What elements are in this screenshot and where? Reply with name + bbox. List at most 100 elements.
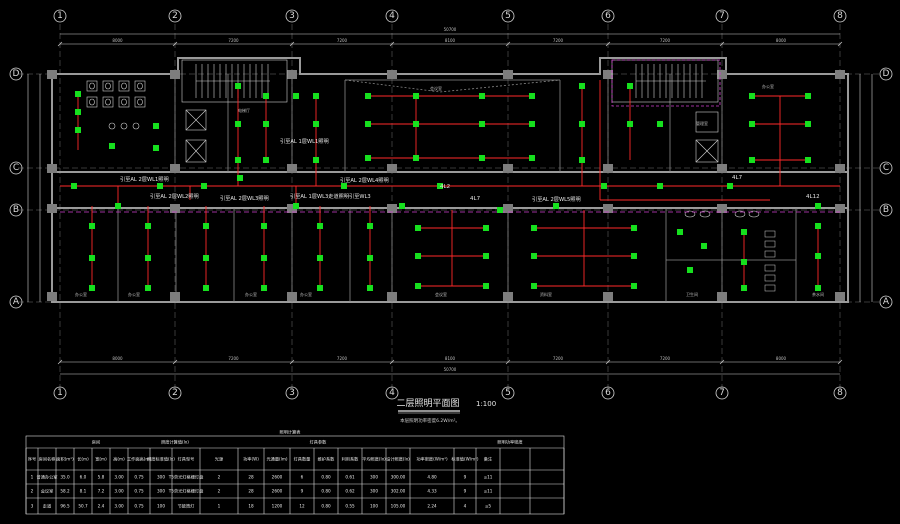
light-fixture xyxy=(749,157,755,163)
schedule-header: 平均照度(lx) xyxy=(362,456,386,463)
schedule-cell: T5荧光灯格栅灯盘 xyxy=(168,488,204,495)
light-fixture xyxy=(115,203,121,209)
column xyxy=(503,204,513,213)
light-fixture xyxy=(701,243,707,249)
light-fixture xyxy=(579,121,585,127)
circuit-annotations: 引至AL 1层WL1照明 引至AL 2层WL1照明 引至AL 2层WL2照明 引… xyxy=(120,137,820,203)
light-fixture xyxy=(203,285,209,291)
light-fixture xyxy=(317,223,323,229)
light-fixture xyxy=(235,121,241,127)
light-fixture xyxy=(153,145,159,151)
column xyxy=(170,164,180,173)
dimension-text: 7200 xyxy=(553,38,564,43)
light-fixture xyxy=(413,155,419,161)
column xyxy=(47,292,57,301)
schedule-cell: 100 xyxy=(370,504,378,509)
circuit-label: 引至AL 2层WL4照明 xyxy=(340,176,389,184)
grid-bubble-label: 8 xyxy=(837,11,843,21)
schedule-header: 高(m) xyxy=(113,456,125,463)
grid-bubble-label: 5 xyxy=(505,11,511,21)
light-fixture xyxy=(145,285,151,291)
light-fixture xyxy=(313,93,319,99)
light-fixture xyxy=(413,121,419,127)
schedule-cell: 4 xyxy=(464,504,467,509)
grid-bubble-label: A xyxy=(883,297,890,307)
schedule-header: 灯具数量 xyxy=(294,456,311,463)
column xyxy=(603,70,613,79)
column xyxy=(47,70,57,79)
column xyxy=(47,164,57,173)
schedule-cell: 35.0 xyxy=(60,475,70,480)
grid-bubble: 5 xyxy=(501,9,515,23)
schedule-cell: ≤11 xyxy=(484,489,493,494)
room-label: 卫生间 xyxy=(686,291,698,297)
schedule-cell: 0.75 xyxy=(134,504,144,509)
schedule-header: 功率密度(W/m²) xyxy=(416,456,448,463)
room-label: 办公室 xyxy=(762,83,774,89)
light-fixture xyxy=(415,283,421,289)
schedule-cell: 9 xyxy=(464,475,467,480)
schedule-header: 功率(W) xyxy=(243,456,259,463)
schedule-cell: ≤5 xyxy=(485,504,492,509)
light-fixture xyxy=(293,203,299,209)
schedule-cell: 96.5 xyxy=(60,504,70,509)
schedule-cell: 3.00 xyxy=(114,489,124,494)
light-fixture xyxy=(677,229,683,235)
column xyxy=(387,292,397,301)
light-fixture xyxy=(367,223,373,229)
schedule-header: 序号 xyxy=(28,456,36,463)
grid-bubble: D xyxy=(9,67,23,81)
drawing-note: 本层照明功率密度6.2W/m²。 xyxy=(400,417,460,424)
schedule-cell: 9 xyxy=(301,489,304,494)
grid-bubble: C xyxy=(9,161,23,175)
light-fixture xyxy=(631,283,637,289)
grid-bubble-label: 7 xyxy=(719,11,725,21)
dimension-text: 8100 xyxy=(445,38,456,43)
light-fixture xyxy=(261,285,267,291)
light-fixture xyxy=(483,225,489,231)
dimension-text: 8000 xyxy=(776,356,787,361)
column xyxy=(835,70,845,79)
left-dimension-chain xyxy=(27,74,41,302)
schedule-cell: T5荧光灯格栅灯盘 xyxy=(168,474,204,481)
grid-bubble: D xyxy=(879,67,893,81)
light-fixture xyxy=(75,127,81,133)
schedule-header: 维护系数 xyxy=(318,456,336,463)
schedule-header: 长(m) xyxy=(77,456,89,463)
room-label: 会议室 xyxy=(430,85,442,91)
light-fixture xyxy=(261,223,267,229)
schedule-cell: 300 xyxy=(370,489,378,494)
schedule-cell: 节能筒灯 xyxy=(178,503,196,510)
grid-bubble: 3 xyxy=(285,9,299,23)
schedule-header: 标准值(W/m²) xyxy=(451,456,479,463)
schedule-cell: 普通办公室 xyxy=(37,474,58,481)
circuit-label: 4L12 xyxy=(806,194,820,200)
grid-bubble: 4 xyxy=(385,9,399,23)
schedule-cell: 105.00 xyxy=(391,504,406,509)
grid-bubble-label: 7 xyxy=(719,388,725,398)
grid-bubble-label: 1 xyxy=(57,388,63,398)
light-fixture xyxy=(805,121,811,127)
light-fixture xyxy=(235,157,241,163)
grid-bubble: 6 xyxy=(601,9,615,23)
schedule-group-header: 灯具参数 xyxy=(310,439,328,446)
dimension-text: 7200 xyxy=(660,356,671,361)
grid-bubble: 4 xyxy=(385,386,399,400)
schedule-cell: 0.80 xyxy=(321,489,331,494)
light-fixture xyxy=(293,93,299,99)
schedule-cell: 0.55 xyxy=(345,504,355,509)
schedule-cell: 1200 xyxy=(272,504,283,509)
light-fixture xyxy=(815,285,821,291)
light-fixture xyxy=(815,253,821,259)
light-fixture xyxy=(631,253,637,259)
schedule-cell: 7.2 xyxy=(98,489,105,494)
grid-bubble: A xyxy=(879,295,893,309)
grid-bubble-label: 2 xyxy=(172,388,178,398)
grid-bubble: 1 xyxy=(53,9,67,23)
grid-bubble-label: 6 xyxy=(605,11,611,21)
schedule-cell: 0.61 xyxy=(345,475,355,480)
grid-bubble: 8 xyxy=(833,9,847,23)
light-fixture xyxy=(203,255,209,261)
grid-bubble-label: 2 xyxy=(172,11,178,21)
circuit-label: 引至AL 2层WL1照明 xyxy=(120,175,169,183)
